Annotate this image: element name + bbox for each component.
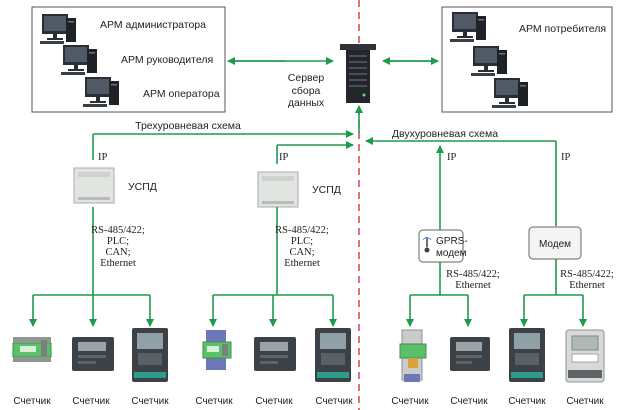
workstation-consumer-label: АРМ потребителя <box>519 23 606 35</box>
meter-label-1: Счетчик <box>13 396 51 407</box>
meter-din-green-icon <box>12 337 52 362</box>
server-label-line2: сбора <box>292 85 321 97</box>
meter-din-multi-icon <box>399 329 427 382</box>
gprs-label-line1: GPRS- <box>436 236 468 247</box>
modem-label: Модем <box>539 239 571 250</box>
server-rack-icon <box>340 44 376 103</box>
uspd1-iface-line2: PLC; <box>107 236 129 247</box>
meter-label-6: Счетчик <box>315 396 353 407</box>
ip-label-uspd1: IP <box>98 152 107 163</box>
meter-large-dark-icon <box>132 328 168 382</box>
uspd1-label: УСПД <box>128 181 157 193</box>
uspd1-iface-line3: CAN; <box>105 247 130 258</box>
meter-compact-dark-icon <box>72 337 114 371</box>
meter-compact-dark-icon <box>254 337 296 371</box>
meter-compact-dark-icon <box>450 337 490 371</box>
three-level-scheme-label: Трехуровневая схема <box>135 120 241 132</box>
uspd-controller-icon <box>73 167 115 204</box>
uspd2-label: УСПД <box>312 184 341 196</box>
uspd2-iface-line3: CAN; <box>289 247 314 258</box>
gprs-iface-line2: Ethernet <box>455 280 491 291</box>
meter-label-10: Счетчик <box>566 396 604 407</box>
ip-label-modem: IP <box>561 152 570 163</box>
meter-label-8: Счетчик <box>450 396 488 407</box>
modem-icon <box>528 226 582 260</box>
meter-large-dark-icon <box>315 328 351 382</box>
meter-large-gray-icon <box>565 329 605 383</box>
workstation-admin: АРМ администратора <box>40 14 206 44</box>
meter-din-blue-icon <box>202 330 232 370</box>
uspd-controller-icon <box>257 171 299 208</box>
server-label-line3: данных <box>288 97 325 109</box>
meter-label-3: Счетчик <box>131 396 169 407</box>
uspd2-iface-line4: Ethernet <box>284 258 320 269</box>
workstation-operator: АРМ оператора <box>83 77 220 107</box>
meter-label-5: Счетчик <box>255 396 293 407</box>
uspd1-iface-line4: Ethernet <box>100 258 136 269</box>
meter-label-4: Счетчик <box>195 396 233 407</box>
meter-label-2: Счетчик <box>72 396 110 407</box>
modem-iface-line2: Ethernet <box>569 280 605 291</box>
modem-iface-line1: RS-485/422; <box>560 269 614 280</box>
server-label-line1: Сервер <box>288 72 325 84</box>
meter-large-dark-icon <box>509 328 545 382</box>
uspd2-iface-line2: PLC; <box>291 236 313 247</box>
workstation-admin-label: АРМ администратора <box>100 19 206 31</box>
ip-label-uspd2: IP <box>279 152 288 163</box>
workstation-manager: АРМ руководителя <box>61 45 213 75</box>
workstation-operator-label: АРМ оператора <box>143 88 220 100</box>
meter-label-7: Счетчик <box>391 396 429 407</box>
meter-label-9: Счетчик <box>508 396 546 407</box>
uspd1-iface-line1: RS-485/422; <box>91 225 145 236</box>
workstation-manager-label: АРМ руководителя <box>121 54 213 66</box>
uspd2-iface-line1: RS-485/422; <box>275 225 329 236</box>
two-level-scheme-label: Двухуровневая схема <box>392 128 498 140</box>
gprs-iface-line1: RS-485/422; <box>446 269 500 280</box>
gprs-modem-icon <box>418 229 464 263</box>
ip-label-gprs: IP <box>447 152 456 163</box>
gprs-label-line2: модем <box>436 248 467 259</box>
